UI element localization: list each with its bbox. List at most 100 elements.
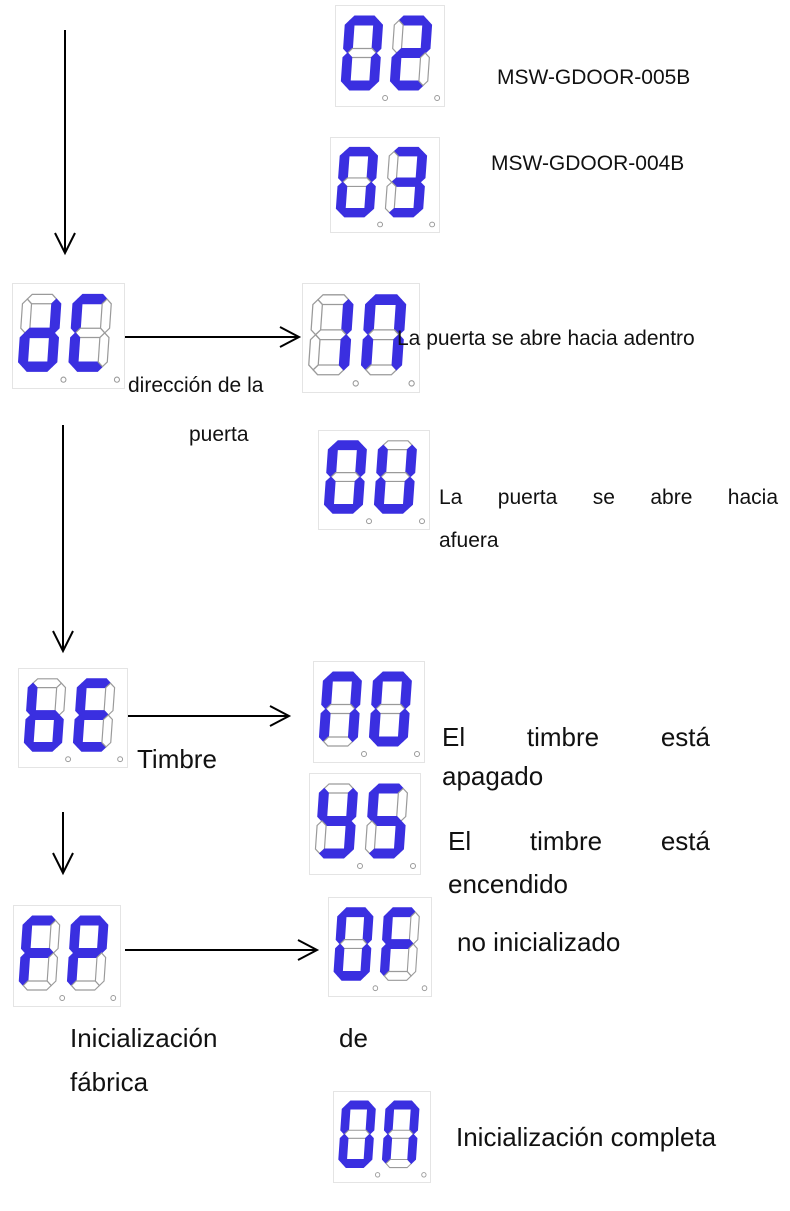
digit-1-seg-d [341,1159,369,1169]
digit-1-seg-b [346,787,358,822]
digit-2 [389,15,433,91]
digit-2-seg-a [398,15,429,26]
digit-2-seg-g [387,1129,415,1139]
digit-1 [17,293,62,372]
digit-1-seg-g [30,710,60,720]
digit-1-seg-d [22,980,53,991]
decimal-point [408,380,415,387]
digit-2-seg-b [408,911,420,945]
opens-outward-label-2: afuera [439,529,499,552]
digit-1-seg-g [321,816,352,826]
digit-1-seg-g [325,703,356,715]
digit-1-seg-c [363,1133,374,1165]
decimal-point [372,985,379,992]
flow-arrowhead-3 [52,852,74,876]
digit-2-seg-a [382,440,414,451]
bell-off-label-2: apagado [442,761,544,791]
digit-1-seg-c [46,952,59,987]
digit-1 [323,440,367,514]
init-complete-label: Inicialización completa [456,1122,717,1152]
seven-segment-digits [335,146,436,228]
option-arrowhead-fp [297,939,320,961]
digit-2 [72,678,116,752]
seven-segment-digits [308,294,415,387]
digit-1-seg-d [337,971,366,981]
digit-2-seg-d [383,970,412,981]
digit-2-seg-b [409,1104,420,1135]
factory-init-de-label: de [339,1023,368,1053]
digit-2-seg-c [413,181,425,214]
digit-1-seg-b [362,911,374,945]
decimal-point [414,751,420,757]
digit-2-seg-b [405,444,417,478]
digit-2-seg-c [391,333,404,371]
digit-1 [308,294,354,376]
digit-2-seg-d [364,364,398,376]
opens-inward-label: La puerta se abre hacia adentro [397,327,695,350]
digit-1-seg-c [343,820,356,855]
digit-1-seg-c [338,333,352,371]
digit-2-seg-c [94,952,107,987]
digit-1-seg-a [327,671,358,682]
not-initialized-label: no inicializado [457,927,621,957]
decimal-point [352,380,359,387]
digit-1-seg-c [364,181,376,214]
decimal-point [421,1172,427,1178]
digit-1 [23,678,67,752]
digit-1-seg-d [344,80,375,91]
digit-2-seg-a [369,294,403,306]
display-in [302,283,420,393]
decimal-point [410,863,416,869]
digit-2-seg-b [103,682,116,716]
bell-on-label-1: El timbre está [448,826,710,856]
bell-on-label-2: encendido [448,869,568,899]
digit-1-seg-g [346,47,378,59]
digit-2-seg-g [380,472,411,483]
digit-1-seg-a [344,146,375,157]
display-02 [335,5,445,107]
digit-1-seg-b [365,1104,376,1135]
digit-2-seg-b [396,787,408,822]
digit-1-seg-a [323,783,355,794]
digit-1 [335,146,379,218]
digit-1-seg-d [339,208,370,218]
seven-segment-digits [314,783,416,869]
digit-1-seg-g [339,939,368,950]
digit-2-seg-d [385,1158,413,1169]
digit-1-seg-c [360,943,372,977]
digit-2-seg-b [97,919,109,954]
digit-2-seg-b [420,19,433,54]
decimal-point [110,995,117,1001]
factory-init-label-2: fábrica [70,1067,149,1097]
digit-2-seg-c [402,476,415,510]
digit-1-seg-d [322,736,354,747]
digit-2-seg-a [377,671,408,682]
digit-1 [314,783,358,859]
doorbell-label: Timbre [137,744,217,774]
door-direction-label-2: puerta [189,423,249,446]
digit-1 [18,915,61,991]
display-fp [13,905,121,1007]
digit-2-seg-c [406,943,418,977]
digit-1-seg-d [27,742,58,752]
digit-2-seg-g [367,329,400,341]
digit-1 [333,907,374,981]
digit-2-seg-d [377,504,409,514]
decimal-point [366,518,372,525]
digit-2-seg-d [372,736,404,747]
digit-2 [373,440,417,514]
display-dc [12,283,125,389]
digit-2 [360,294,407,376]
digit-2-seg-c [397,708,410,743]
digit-2 [384,146,428,218]
digit-1-seg-b [366,150,379,183]
option-arrowhead-dc [279,326,302,348]
seven-segment-digits [333,907,428,992]
digit-1-seg-g [343,1129,371,1139]
digit-2 [364,783,408,859]
digit-2-seg-g [375,703,406,715]
digit-2-seg-a [393,146,424,157]
digit-2-seg-a [75,915,105,926]
digit-1 [318,671,362,747]
